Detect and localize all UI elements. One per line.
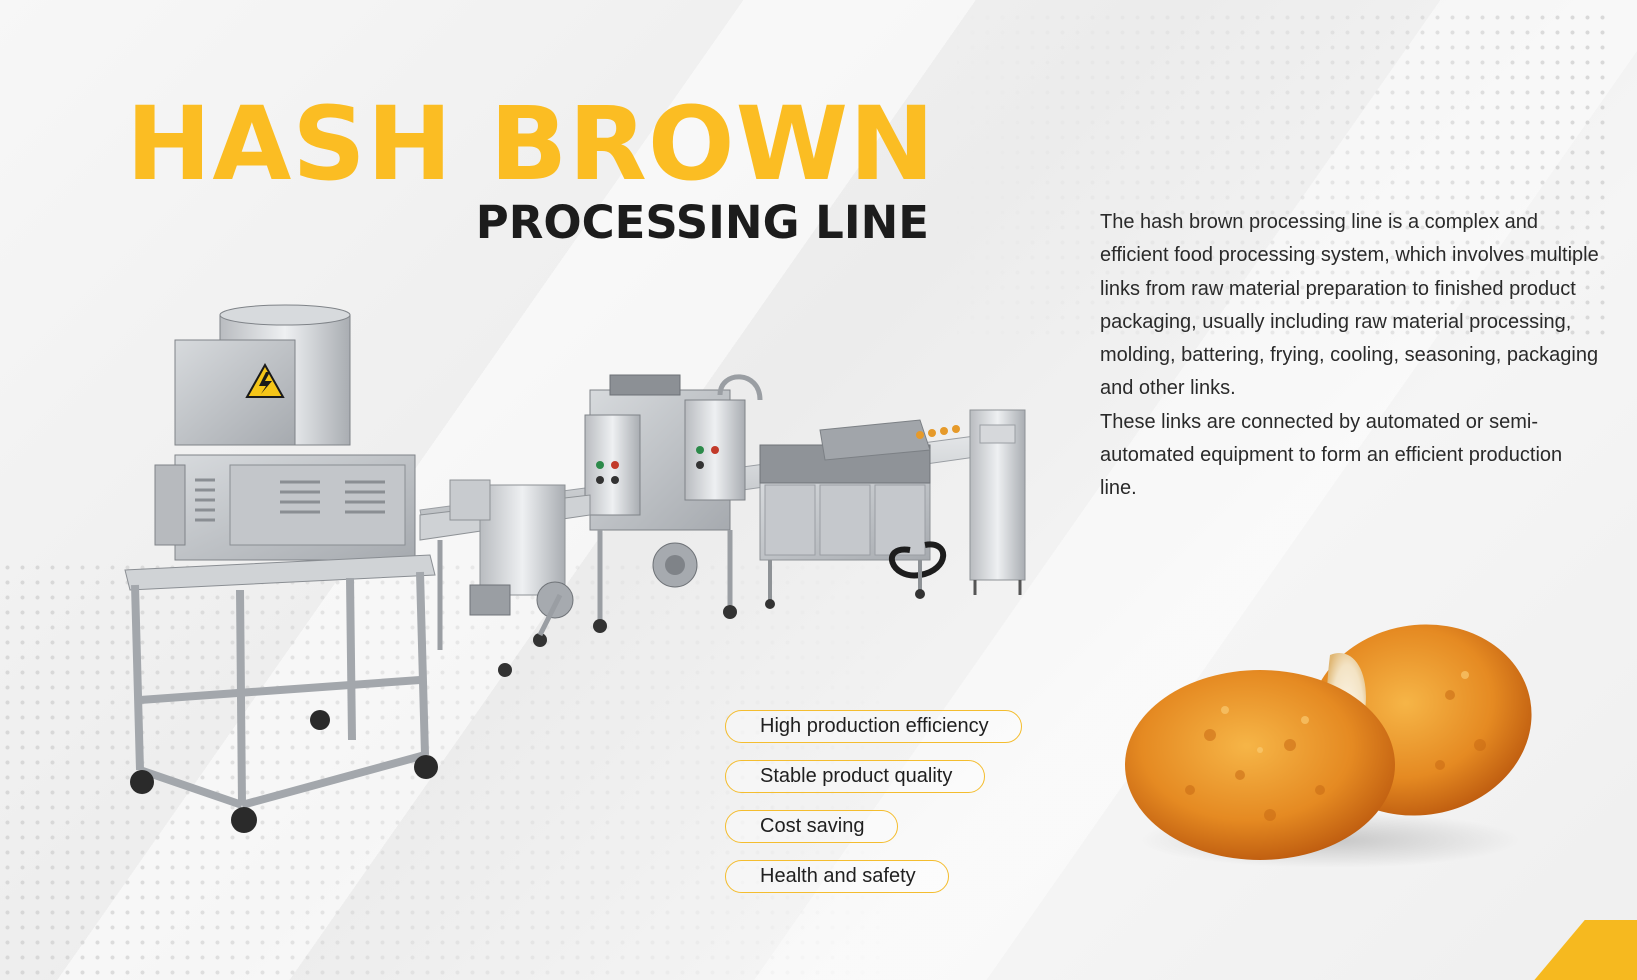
hash-brown-product-image xyxy=(1125,624,1532,868)
feature-pill-stable-product-quality: Stable product quality xyxy=(725,760,986,793)
description-text: The hash brown processing line is a comp… xyxy=(1100,206,1600,506)
features-list: High production efficiency Stable produc… xyxy=(725,710,1022,910)
corner-accent xyxy=(1509,920,1637,980)
page-title: HASH BROWN xyxy=(126,85,936,204)
feature-pill-cost-saving: Cost saving xyxy=(725,810,898,843)
description-paragraph-2: These links are connected by automated o… xyxy=(1100,410,1563,500)
high-voltage-warning-icon xyxy=(245,362,285,398)
feature-item: Health and safety xyxy=(725,860,1022,910)
feature-item: Cost saving xyxy=(725,810,1022,860)
feature-item: Stable product quality xyxy=(725,760,1022,810)
description-paragraph-1: The hash brown processing line is a comp… xyxy=(1100,211,1599,400)
page-subtitle: PROCESSING LINE xyxy=(475,196,929,249)
processing-line-machine-image xyxy=(124,304,1026,833)
feature-item: High production efficiency xyxy=(725,710,1022,760)
feature-pill-health-and-safety: Health and safety xyxy=(725,860,949,893)
feature-pill-high-production-efficiency: High production efficiency xyxy=(725,710,1022,743)
